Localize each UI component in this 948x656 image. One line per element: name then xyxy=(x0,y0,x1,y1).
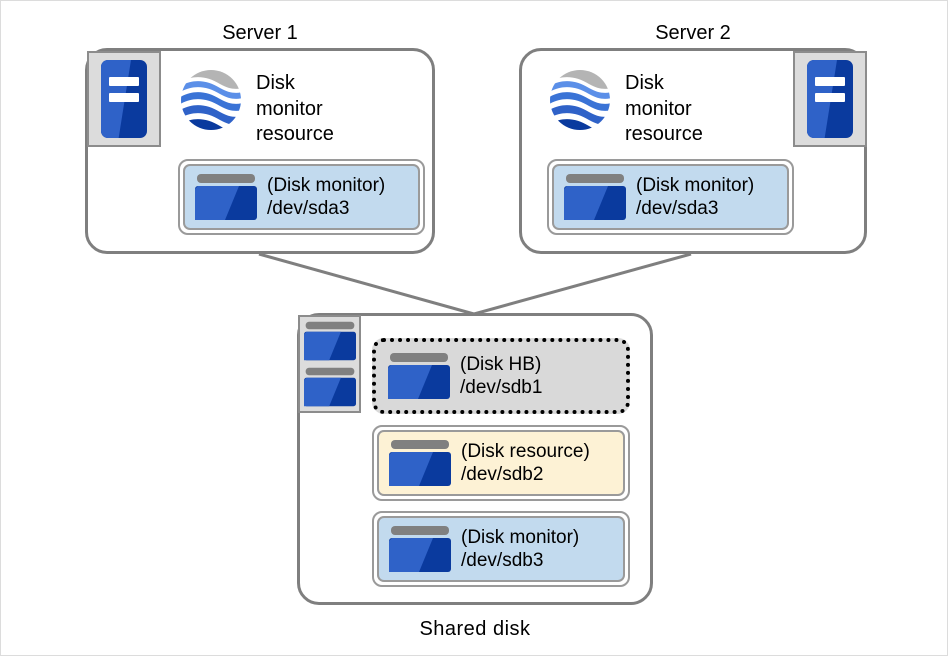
server2-title: Server 2 xyxy=(655,22,731,44)
disk-icon xyxy=(389,440,451,486)
disk-label-line1: (Disk monitor) xyxy=(267,174,386,196)
shared-disk-partition-monitor-inner: (Disk monitor) /dev/sdb3 xyxy=(377,516,625,582)
server1-resource-icon xyxy=(178,64,244,136)
disk-icon xyxy=(388,353,450,399)
shared-disk-partition-resource-label: (Disk resource) /dev/sdb2 xyxy=(461,440,590,486)
shared-disk-partition-resource-inner: (Disk resource) /dev/sdb2 xyxy=(377,430,625,496)
server2-disk-monitor-label: (Disk monitor) /dev/sda3 xyxy=(636,174,754,220)
disk-label-line2: /dev/sdb3 xyxy=(461,550,544,571)
shared-disk-title: Shared disk xyxy=(419,618,531,640)
server2-resource-icon xyxy=(547,64,613,136)
disk-label-line2: /dev/sdb2 xyxy=(461,464,544,485)
connector-server2-to-shared xyxy=(473,252,692,316)
connector-server1-to-shared xyxy=(258,252,475,316)
disk-label-line1: (Disk monitor) xyxy=(636,174,755,196)
shared-disk-stack-icon xyxy=(298,315,361,413)
shared-disk-partition-hb-label: (Disk HB) /dev/sdb1 xyxy=(460,353,542,399)
resource-label-line1: Disk xyxy=(256,72,295,94)
server2-disk-monitor-box[interactable]: (Disk monitor) /dev/sda3 xyxy=(547,159,794,235)
disk-icon xyxy=(195,174,257,220)
server-icon-bar-bottom xyxy=(109,93,139,102)
shared-disk-partition-hb[interactable]: (Disk HB) /dev/sdb1 xyxy=(372,338,630,414)
resource-label-line1: Disk xyxy=(625,72,664,94)
shared-disk-partition-monitor-label: (Disk monitor) /dev/sdb3 xyxy=(461,526,579,572)
server1-title: Server 1 xyxy=(222,22,298,44)
server-icon-bar-bottom xyxy=(815,93,845,102)
shared-disk-partition-resource[interactable]: (Disk resource) /dev/sdb2 xyxy=(372,425,630,501)
server2-server-icon xyxy=(793,51,867,147)
server1-resource-label: Disk monitor resource xyxy=(256,71,334,148)
resource-label-line2: monitor xyxy=(625,97,692,120)
disk-label-line2: /dev/sda3 xyxy=(267,198,350,219)
resource-label-line2: monitor xyxy=(256,97,323,120)
server1-disk-monitor-box[interactable]: (Disk monitor) /dev/sda3 xyxy=(178,159,425,235)
resource-label-line3: resource xyxy=(625,123,703,146)
server2-resource-label: Disk monitor resource xyxy=(625,71,703,148)
disk-label-line1: (Disk resource) xyxy=(461,440,590,462)
globe-resource-icon xyxy=(550,70,610,130)
disk-icon xyxy=(389,526,451,572)
server-icon-bar-top xyxy=(109,77,139,86)
server1-disk-monitor-label: (Disk monitor) /dev/sda3 xyxy=(267,174,385,220)
server-icon xyxy=(807,60,853,138)
disk-icon xyxy=(303,367,356,407)
server-icon xyxy=(101,60,147,138)
shared-disk-partition-monitor[interactable]: (Disk monitor) /dev/sdb3 xyxy=(372,511,630,587)
disk-icon xyxy=(303,321,356,361)
disk-label-line1: (Disk HB) xyxy=(460,353,542,375)
server-icon-bar-top xyxy=(815,77,845,86)
server1-server-icon xyxy=(87,51,161,147)
disk-icon xyxy=(564,174,626,220)
disk-label-line1: (Disk monitor) xyxy=(461,526,580,548)
globe-resource-icon xyxy=(181,70,241,130)
disk-label-line2: /dev/sdb1 xyxy=(460,377,543,398)
resource-label-line3: resource xyxy=(256,123,334,146)
server1-disk-monitor-inner: (Disk monitor) /dev/sda3 xyxy=(183,164,420,230)
server2-disk-monitor-inner: (Disk monitor) /dev/sda3 xyxy=(552,164,789,230)
disk-label-line2: /dev/sda3 xyxy=(636,198,719,219)
